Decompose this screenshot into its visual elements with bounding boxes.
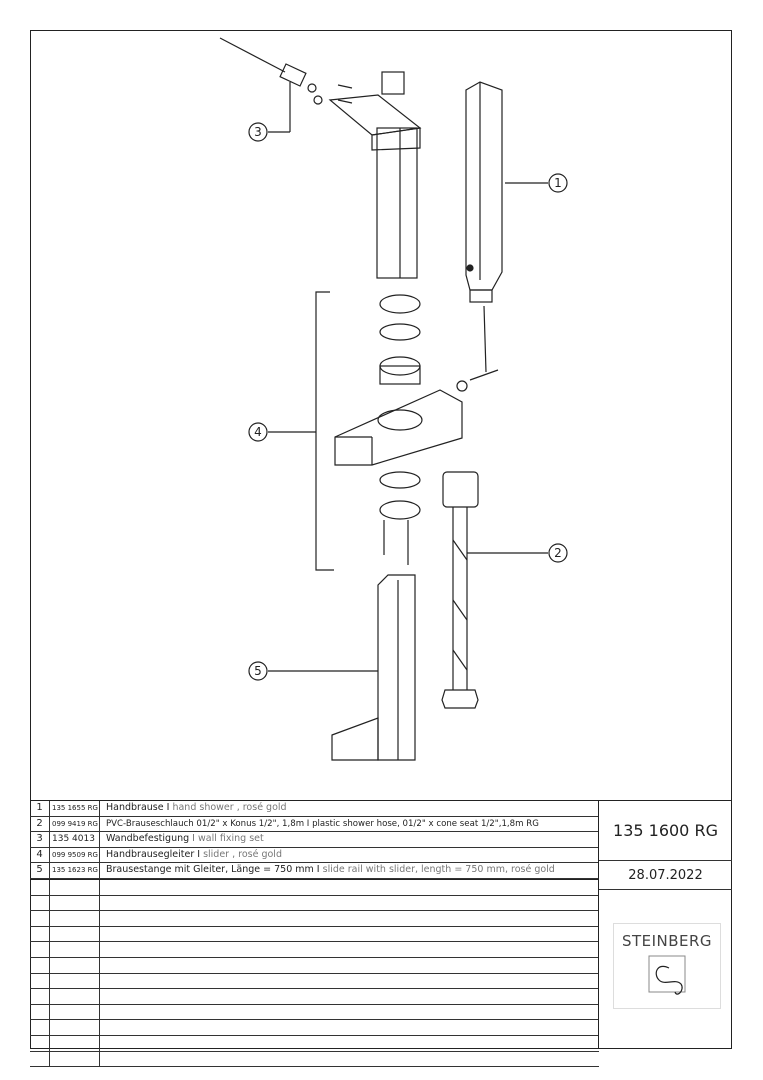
rail-upper <box>376 127 418 279</box>
description-de: Brausestange mit Gleiter, Länge = 750 mm… <box>106 864 320 876</box>
description-en: I wall fixing set <box>192 833 264 845</box>
description-de: Handbrausegleiter I <box>106 848 201 860</box>
exploded-view-drawing: 3 1 4 2 5 <box>219 37 568 761</box>
rail-lower <box>331 574 416 761</box>
callout-leaders <box>268 82 548 672</box>
empty-parts-row <box>30 911 599 927</box>
pos: 1 <box>30 801 50 816</box>
pos: 2 <box>30 816 50 832</box>
empty-parts-row <box>30 895 599 912</box>
empty-parts-row <box>30 878 599 896</box>
wall-fixing-set <box>219 37 422 151</box>
pos: 3 <box>30 832 50 847</box>
article-number: 099 9419 RG <box>50 816 100 832</box>
callout-1: 1 <box>554 176 562 190</box>
description-de: Handbrause I <box>106 802 170 813</box>
callout-4: 4 <box>254 425 262 439</box>
pos: 5 <box>30 863 50 878</box>
article-number: 135 4013 <box>50 832 100 847</box>
steinberg-logo: STEINBERG <box>613 923 721 1009</box>
empty-parts-row <box>30 957 599 974</box>
product-number: 135 1600 RG <box>599 801 732 861</box>
empty-parts-row <box>30 1004 599 1021</box>
description-en: hand shower , rosé gold <box>172 802 287 813</box>
description-de: Wandbefestigung <box>106 833 190 845</box>
brand-name: STEINBERG <box>621 932 713 950</box>
brand-symbol-icon <box>648 955 686 995</box>
article-number: 135 1623 RG <box>50 863 100 878</box>
empty-parts-row <box>30 1020 599 1036</box>
title-block: 135 1600 RG 28.07.2022 STEINBERG <box>598 800 732 1049</box>
shower-hose <box>441 471 479 709</box>
pos: 4 <box>30 847 50 863</box>
empty-parts-row <box>30 989 599 1005</box>
empty-parts-row <box>30 1035 599 1052</box>
drawing-date: 28.07.2022 <box>599 861 732 890</box>
description-en: slide rail with slider, length = 750 mm,… <box>322 864 555 876</box>
callout-2: 2 <box>554 546 562 560</box>
empty-parts-row <box>30 973 599 990</box>
description-de: PVC-Brauseschlauch 01/2" x Konus 1/2", 1… <box>106 818 539 829</box>
article-number: 099 9509 RG <box>50 847 100 863</box>
hand-shower <box>465 81 503 373</box>
drawing-frame <box>30 30 732 1049</box>
slider-assembly <box>315 291 499 571</box>
article-number: 135 1655 RG <box>50 801 100 816</box>
callout-5: 5 <box>254 664 262 678</box>
callout-3: 3 <box>254 125 262 139</box>
description-en: slider , rosé gold <box>203 848 282 860</box>
empty-parts-row <box>30 1051 599 1068</box>
empty-parts-row <box>30 942 599 958</box>
empty-parts-row <box>30 926 599 943</box>
